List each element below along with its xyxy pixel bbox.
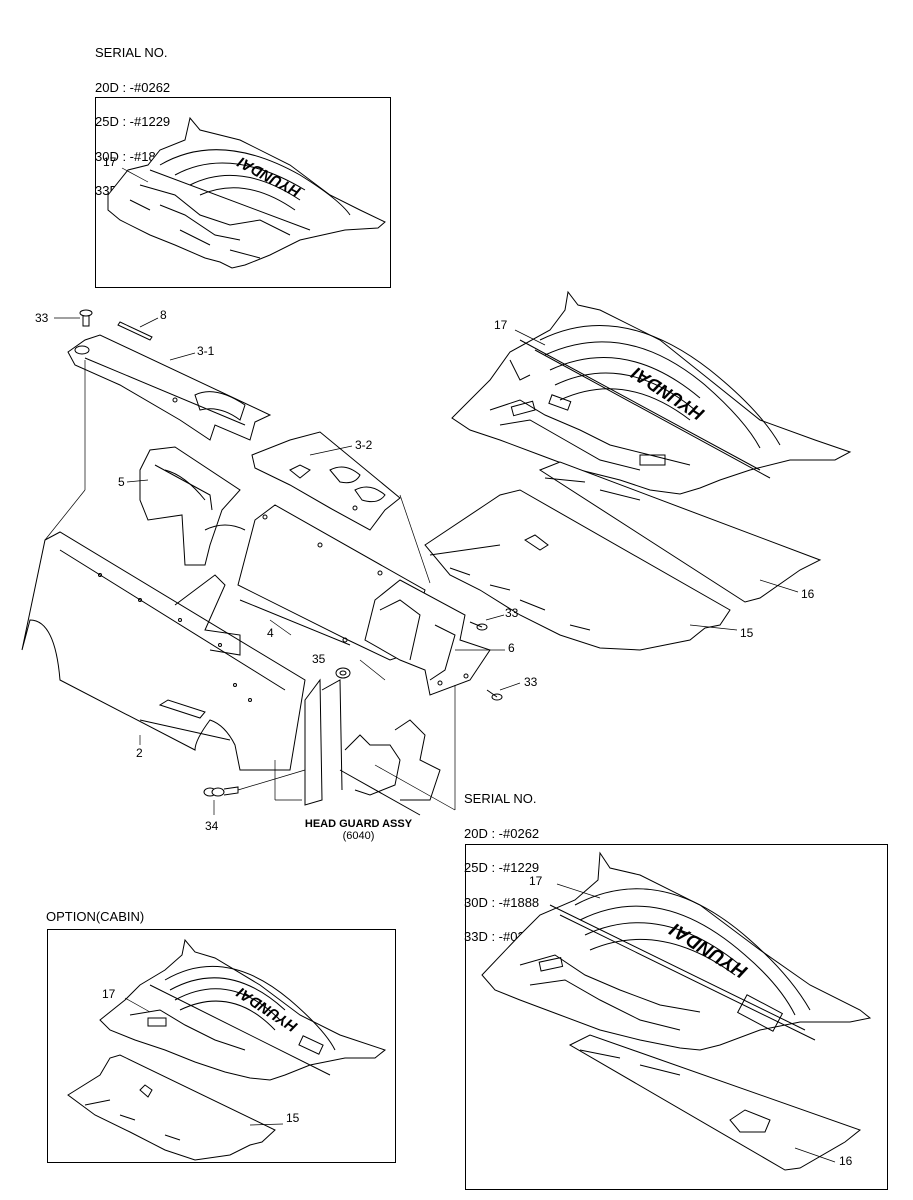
large-panel-2	[21, 531, 306, 771]
pin-8	[117, 321, 153, 341]
head-guard-assy	[304, 678, 441, 816]
floor-mat-main: HYUNDAI	[451, 290, 852, 495]
part-label-34: 34	[205, 819, 219, 833]
part-label-6: 6	[508, 641, 515, 655]
mat-strip-16-main	[538, 461, 822, 603]
part-label-2: 2	[136, 746, 143, 760]
serial-title: SERIAL NO.	[464, 791, 537, 806]
part-label-16: 16	[801, 587, 815, 601]
mat-strip-16-bottom-right	[568, 1034, 862, 1171]
serial-line: 20D : -#0262	[464, 825, 540, 841]
inset-bottom-left	[47, 929, 396, 1163]
mat-panel-15-bottom-left	[67, 1054, 276, 1161]
head-guard-label: HEAD GUARD ASSY (6040)	[296, 818, 421, 842]
part-label-17: 17	[102, 987, 116, 1001]
part-label-15: 15	[740, 626, 754, 640]
cover-panel-3-1	[67, 334, 272, 441]
floor-mat-top-inset: HYUNDAI	[107, 116, 386, 269]
inset-top	[95, 97, 391, 288]
floor-mat-bottom-left-inset: HYUNDAI	[99, 938, 387, 1081]
serial-line: 25D : -#1229	[95, 114, 171, 129]
part-label-5: 5	[118, 475, 125, 489]
serial-title: SERIAL NO.	[95, 45, 168, 60]
part-label-17: 17	[494, 318, 508, 332]
bracket-5	[139, 446, 246, 566]
bolt-34	[203, 786, 239, 797]
part-label-33: 33	[524, 675, 538, 689]
serial-line: 30D : -#1888	[464, 894, 540, 910]
head-guard-title: HEAD GUARD ASSY	[304, 818, 413, 830]
serial-block-right: SERIAL NO. 20D : -#0262 25D : -#1229 30D…	[464, 770, 539, 954]
part-label-8: 8	[160, 308, 167, 322]
part-label-15: 15	[286, 1111, 300, 1125]
part-label-33: 33	[35, 311, 49, 325]
part-label-3-1: 3-1	[197, 344, 215, 358]
serial-line: 20D : -#0262	[95, 79, 171, 95]
serial-line: 25D : -#1229	[464, 860, 540, 875]
part-label-3-2: 3-2	[355, 438, 373, 452]
side-panel-6	[364, 579, 491, 696]
floor-mat-bottom-right-inset: HYUNDAI	[481, 851, 872, 1051]
part-label-33: 33	[505, 606, 519, 620]
part-label-4: 4	[267, 626, 274, 640]
bolt-33-c	[486, 689, 503, 701]
mat-panel-15-main	[424, 489, 731, 651]
option-cabin-label: OPTION(CABIN)	[46, 909, 145, 924]
part-label-16: 16	[839, 1154, 853, 1168]
inset-bottom-right	[465, 844, 888, 1190]
grommet-35	[335, 667, 351, 679]
bolt-33-a	[79, 309, 93, 327]
part-label-35: 35	[312, 652, 326, 666]
bolt-33-b	[469, 621, 488, 631]
part-label-17: 17	[529, 874, 543, 888]
cover-panel-3-2	[251, 431, 401, 531]
head-guard-code: (6040)	[342, 830, 375, 842]
part-label-17: 17	[103, 155, 117, 169]
